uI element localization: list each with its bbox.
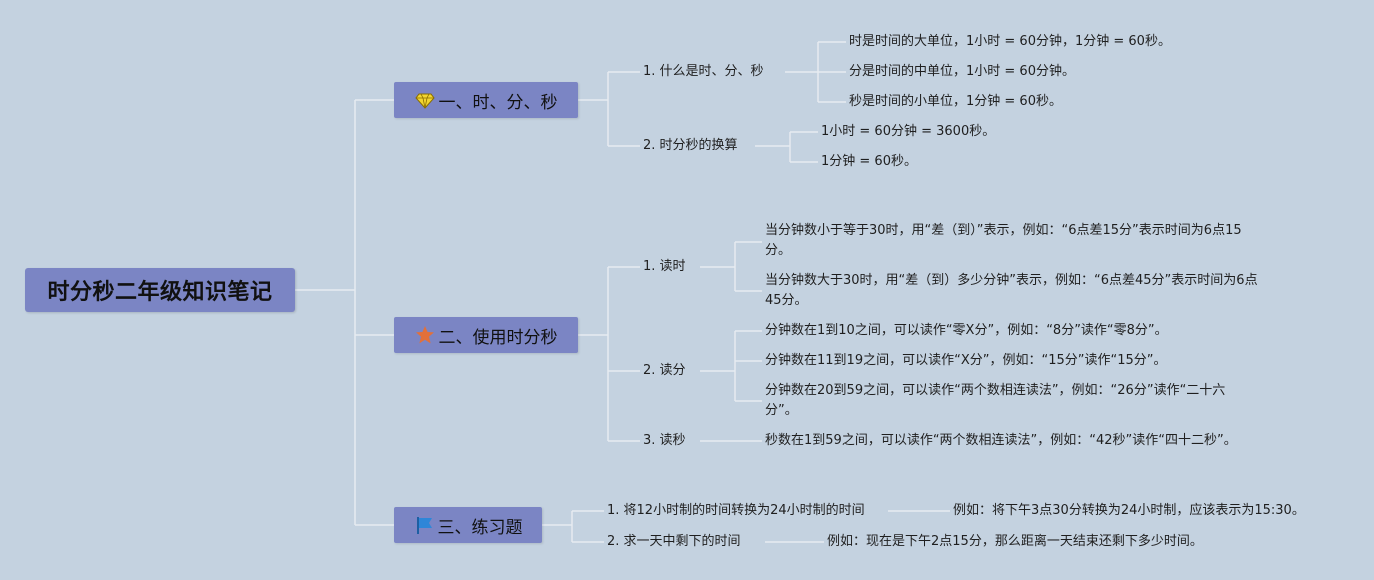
root-node[interactable]: 时分秒二年级知识笔记 bbox=[25, 268, 295, 312]
leaf-note[interactable]: 1分钟 = 60秒。 bbox=[821, 154, 917, 169]
subtopic-2-3[interactable]: 3. 读秒 bbox=[643, 433, 686, 448]
subtopic-1-1[interactable]: 1. 什么是时、分、秒 bbox=[643, 64, 764, 79]
leaf-note[interactable]: 例如：现在是下午2点15分，那么距离一天结束还剩下多少时间。 bbox=[827, 534, 1203, 549]
root-title: 时分秒二年级知识笔记 bbox=[47, 280, 273, 305]
branch-node-3[interactable]: 三、练习题 bbox=[394, 507, 542, 543]
leaf-note[interactable]: 例如：将下午3点30分转换为24小时制，应该表示为15:30。 bbox=[953, 503, 1305, 518]
leaf-note[interactable]: 时是时间的大单位，1小时 = 60分钟，1分钟 = 60秒。 bbox=[849, 34, 1171, 49]
leaf-note[interactable]: 1小时 = 60分钟 = 3600秒。 bbox=[821, 124, 996, 139]
leaf-note[interactable]: 分钟数在20到59之间，可以读作“两个数相连读法”，例如：“26分”读作“二十六… bbox=[765, 383, 1226, 418]
leaf-note[interactable]: 当分钟数大于30时，用“差（到）多少分钟”表示，例如：“6点差45分”表示时间为… bbox=[765, 273, 1258, 308]
subtopic-1-2[interactable]: 2. 时分秒的换算 bbox=[643, 138, 738, 153]
branch-node-1[interactable]: 一、时、分、秒 bbox=[394, 82, 578, 118]
leaf-note[interactable]: 秒数在1到59之间，可以读作“两个数相连读法”，例如：“42秒”读作“四十二秒”… bbox=[765, 433, 1237, 448]
flag-icon bbox=[414, 515, 434, 535]
leaf-note[interactable]: 分钟数在11到19之间，可以读作“X分”，例如：“15分”读作“15分”。 bbox=[765, 353, 1167, 368]
branch-label-2: 二、使用时分秒 bbox=[438, 327, 558, 348]
subtopic-3-1[interactable]: 1. 将12小时制的时间转换为24小时制的时间 bbox=[607, 503, 865, 518]
diamond-icon bbox=[414, 90, 435, 110]
star-icon bbox=[415, 325, 435, 345]
branch-node-2[interactable]: 二、使用时分秒 bbox=[394, 317, 578, 353]
leaf-note[interactable]: 秒是时间的小单位，1分钟 = 60秒。 bbox=[849, 94, 1062, 109]
subtopic-2-2[interactable]: 2. 读分 bbox=[643, 363, 686, 378]
branch-label-1: 一、时、分、秒 bbox=[438, 92, 558, 113]
subtopic-2-1[interactable]: 1. 读时 bbox=[643, 259, 686, 274]
leaf-note[interactable]: 分是时间的中单位，1小时 = 60分钟。 bbox=[849, 64, 1075, 79]
leaf-note[interactable]: 当分钟数小于等于30时，用“差（到）”表示，例如：“6点差15分”表示时间为6点… bbox=[765, 223, 1242, 258]
subtopic-3-2[interactable]: 2. 求一天中剩下的时间 bbox=[607, 534, 741, 549]
branch-label-3: 三、练习题 bbox=[437, 517, 523, 538]
leaf-note[interactable]: 分钟数在1到10之间，可以读作“零X分”，例如：“8分”读作“零8分”。 bbox=[765, 323, 1168, 338]
